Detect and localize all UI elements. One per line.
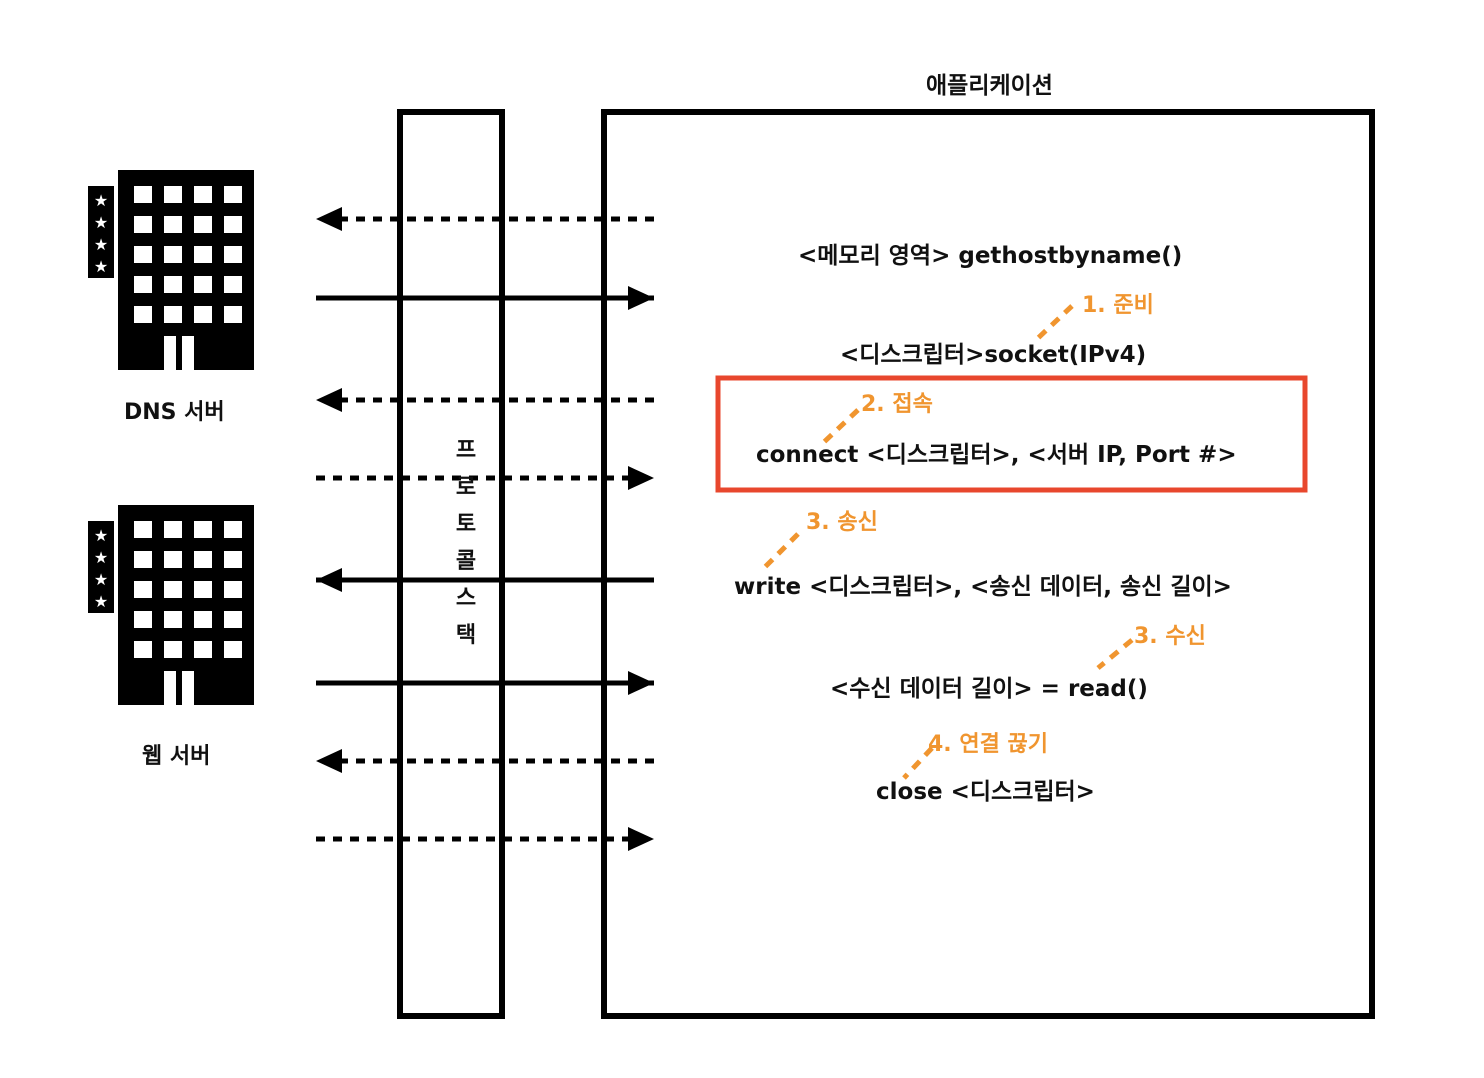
web-server-building-icon: ★ ★ ★ ★ bbox=[88, 505, 254, 705]
svg-text:★: ★ bbox=[94, 548, 108, 567]
application-title: 애플리케이션 bbox=[926, 73, 1053, 99]
step-receive-leader bbox=[1096, 638, 1134, 670]
connect-call: connect <디스크립터>, <서버 IP, Port #> bbox=[756, 442, 1237, 468]
web-server-label: 웹 서버 bbox=[142, 744, 211, 769]
svg-text:★: ★ bbox=[94, 526, 108, 545]
socket-call: <디스크립터>socket(IPv4) bbox=[840, 342, 1147, 368]
step-disconnect-label: 4. 연결 끊기 bbox=[928, 732, 1048, 757]
connect-highlight-box bbox=[715, 375, 1308, 493]
dns-server-building-icon: ★ ★ ★ ★ bbox=[88, 170, 254, 370]
write-call: write <디스크립터>, <송신 데이터, 송신 길이> bbox=[734, 574, 1232, 600]
protocol-stack-label: 프 로 토 콜 스 택 bbox=[455, 438, 477, 648]
step-prepare-leader bbox=[1034, 304, 1074, 342]
svg-text:★: ★ bbox=[94, 191, 108, 210]
step-connect-label: 2. 접속 bbox=[861, 392, 933, 417]
svg-text:★: ★ bbox=[94, 235, 108, 254]
protocol-stack-box bbox=[397, 109, 505, 1019]
step-connect-leader bbox=[822, 408, 860, 444]
application-box bbox=[601, 109, 1375, 1019]
step-disconnect-leader bbox=[902, 746, 934, 780]
svg-text:★: ★ bbox=[94, 592, 108, 611]
dns-server-label: DNS 서버 bbox=[124, 400, 225, 425]
step-prepare-label: 1. 준비 bbox=[1082, 293, 1154, 318]
svg-text:★: ★ bbox=[94, 570, 108, 589]
svg-text:★: ★ bbox=[94, 257, 108, 276]
step-send-leader bbox=[762, 532, 800, 570]
svg-text:★: ★ bbox=[94, 213, 108, 232]
read-call: <수신 데이터 길이> = read() bbox=[830, 676, 1148, 702]
close-call: close <디스크립터> bbox=[876, 779, 1095, 805]
gethostbyname-call: <메모리 영역> gethostbyname() bbox=[798, 243, 1183, 269]
step-receive-label: 3. 수신 bbox=[1134, 624, 1206, 649]
step-send-label: 3. 송신 bbox=[806, 510, 878, 535]
